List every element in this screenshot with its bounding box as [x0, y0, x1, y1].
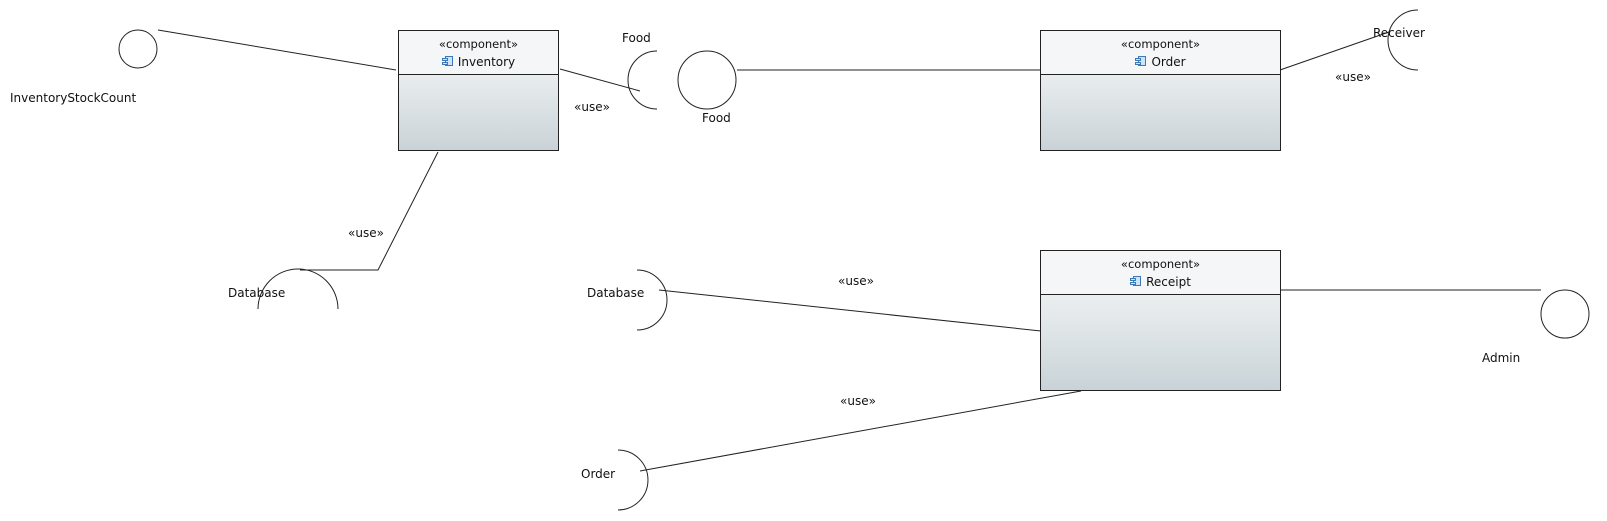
component-icon	[441, 56, 454, 67]
interface-socket-food-inventory[interactable]	[627, 50, 658, 110]
interface-label-database-inventory: Database	[228, 286, 286, 300]
component-title: Order	[1135, 53, 1186, 71]
connector-inventory-database-use	[300, 151, 439, 271]
interface-lollipop-admin[interactable]	[1540, 289, 1590, 339]
interface-label-receiver: Receiver	[1373, 26, 1425, 40]
connector-inventory-inventorystockcount	[157, 29, 397, 71]
stereotype-label: «component»	[438, 36, 519, 51]
use-label-inventory-database: «use»	[348, 226, 384, 240]
connector-order-receiver-use	[1279, 31, 1390, 71]
component-inventory[interactable]: «component» Inventory	[398, 30, 559, 151]
interface-label-food-required: Food	[622, 31, 651, 45]
component-receipt[interactable]: «component» Receipt	[1040, 250, 1281, 391]
component-icon	[1130, 276, 1142, 287]
interface-label-database-receipt: Database	[587, 286, 645, 300]
interface-label-admin: Admin	[1482, 351, 1521, 365]
connector-inventory-food-use	[559, 68, 641, 92]
connector-receipt-database-use	[658, 289, 1042, 332]
component-icon	[1135, 56, 1147, 67]
use-label-receipt-order: «use»	[840, 394, 876, 408]
interface-socket-order-receipt[interactable]	[617, 449, 649, 511]
use-label-order-receiver: «use»	[1335, 70, 1371, 84]
interface-socket-database-receipt[interactable]	[636, 269, 668, 331]
component-title: Receipt	[1130, 273, 1191, 291]
component-header: «component» Receipt	[1041, 251, 1280, 295]
component-title: Inventory	[441, 53, 516, 71]
use-label-inventory-food: «use»	[574, 100, 610, 114]
interface-lollipop-inventorystockcount[interactable]	[118, 29, 158, 69]
stereotype-label: «component»	[1120, 256, 1201, 271]
interface-socket-receiver[interactable]	[1387, 9, 1419, 71]
component-order[interactable]: «component» Order	[1040, 30, 1281, 151]
use-label-receipt-database: «use»	[838, 274, 874, 288]
interface-socket-database-inventory[interactable]	[257, 268, 339, 310]
component-name: Inventory	[457, 54, 516, 69]
component-header: «component» Order	[1041, 31, 1280, 75]
interface-lollipop-food[interactable]	[677, 50, 737, 110]
component-name: Receipt	[1146, 274, 1191, 289]
interface-label-order-receipt: Order	[581, 467, 616, 481]
interface-label-food-provided: Food	[702, 111, 731, 125]
interface-label-inventorystockcount: InventoryStockCount	[10, 91, 137, 105]
stereotype-label: «component»	[1120, 36, 1201, 51]
component-name: Order	[1151, 54, 1186, 69]
connector-receipt-order-use	[639, 390, 1082, 472]
component-header: «component» Inventory	[399, 31, 558, 75]
